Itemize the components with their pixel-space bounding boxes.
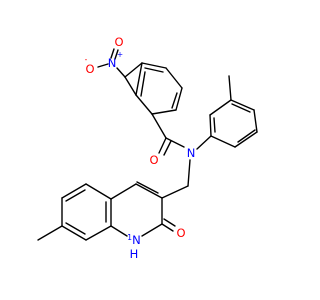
- bond: [37, 225, 63, 241]
- atom-o-nitro-minus: O: [85, 62, 94, 76]
- bond: [110, 48, 115, 59]
- atom-n-nitro: N: [108, 56, 117, 70]
- atom-o-lactam: O: [176, 226, 185, 240]
- atom-h-ring: H: [130, 247, 139, 261]
- bond: [161, 223, 174, 232]
- bond: [61, 183, 87, 199]
- bond: [210, 135, 236, 148]
- atom-o-carbonyl: O: [149, 153, 158, 167]
- bond: [136, 181, 159, 194]
- bond: [65, 189, 86, 202]
- bond: [213, 117, 216, 133]
- bond: [141, 62, 167, 69]
- structure-diagram: O - N + O O N O 1N H: [37, 35, 258, 261]
- bond: [135, 62, 143, 96]
- bond: [124, 62, 143, 78]
- bond: [141, 223, 163, 237]
- bond: [165, 67, 183, 89]
- bond: [85, 183, 112, 200]
- bond: [110, 225, 128, 237]
- bond: [196, 135, 212, 150]
- bond: [151, 113, 167, 139]
- bond: [230, 99, 255, 111]
- atom-nh-ring: 1N: [127, 233, 140, 248]
- bond: [161, 185, 189, 199]
- bond: [151, 109, 177, 115]
- bond: [231, 103, 251, 113]
- bond: [163, 140, 172, 156]
- bond: [228, 75, 232, 101]
- bond: [253, 109, 258, 133]
- bond: [175, 87, 183, 111]
- bond: [158, 137, 167, 154]
- bond: [110, 183, 137, 200]
- bond: [237, 129, 256, 143]
- bond: [135, 183, 163, 199]
- nh-locant: 1: [127, 233, 132, 242]
- bond: [116, 67, 126, 78]
- charge-plus: +: [117, 50, 123, 59]
- bond: [97, 63, 109, 68]
- bond: [114, 49, 119, 60]
- nh-n: N: [132, 233, 141, 247]
- bond: [165, 137, 185, 148]
- molecule-svg: O - N + O O N O 1N H: [37, 35, 258, 261]
- bond: [124, 76, 137, 96]
- bond: [209, 99, 232, 116]
- bond: [144, 67, 164, 73]
- bond: [135, 94, 153, 115]
- bond: [234, 131, 258, 148]
- bond: [140, 71, 146, 97]
- bond: [209, 114, 212, 137]
- atom-o-nitro-double: O: [114, 35, 123, 49]
- bond: [85, 225, 112, 241]
- bonds: [37, 48, 258, 241]
- bond: [187, 159, 191, 187]
- bond: [65, 222, 86, 235]
- bond: [61, 225, 87, 241]
- bond: [171, 92, 178, 109]
- charge-minus: -: [85, 55, 88, 64]
- atom-labels: O - N + O O N O 1N H: [85, 35, 196, 261]
- atom-n-amide: N: [187, 146, 196, 160]
- bond: [163, 218, 176, 227]
